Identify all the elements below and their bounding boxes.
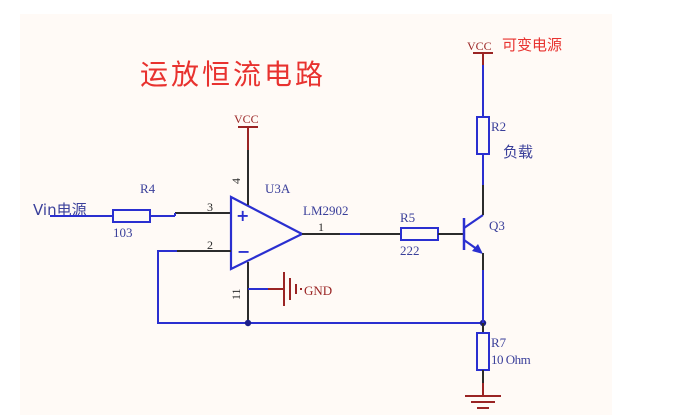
q3-collector-leg [463, 214, 484, 229]
opamp-pin4-number: 4 [229, 178, 243, 184]
r4-resistor [112, 209, 151, 223]
load-vcc-label: VCC [467, 39, 492, 53]
opamp-pin3-number: 3 [207, 200, 213, 214]
r7-designator: R7 [491, 335, 507, 350]
opamp-plus-sign: + [236, 206, 249, 225]
r5-value: 222 [400, 243, 420, 258]
r2-resistor [476, 116, 490, 155]
r7-value: 10 Ohm [491, 352, 531, 367]
r5-designator: R5 [400, 210, 415, 225]
q3-designator: Q3 [489, 218, 505, 233]
opamp-pin1-number: 1 [318, 220, 324, 234]
r2-designator: R2 [491, 119, 506, 134]
schematic-background [20, 14, 612, 415]
opamp-part-number: LM2902 [303, 203, 349, 218]
r5-resistor [400, 227, 439, 241]
opamp-minus-sign: − [237, 242, 250, 261]
vin-label: Vin电源 [33, 201, 87, 219]
gnd-label: GND [304, 283, 332, 298]
opamp-symbol [229, 195, 305, 271]
q3-emitter-arrow [472, 244, 483, 254]
r4-value: 103 [113, 225, 133, 240]
feedback-wire [157, 250, 483, 324]
opamp-pin2-number: 2 [207, 238, 213, 252]
r7-resistor [476, 332, 490, 371]
schematic-title: 运放恒流电路 [140, 58, 326, 91]
load-vcc-note: 可变电源 [502, 36, 562, 54]
r2-load-note: 负载 [503, 143, 533, 161]
opamp-designator: U3A [265, 181, 291, 196]
opamp-pin11-number: 11 [229, 288, 243, 300]
opamp-vcc-label: VCC [234, 112, 259, 126]
junction-dot-opamp [244, 319, 252, 327]
r4-designator: R4 [140, 181, 156, 196]
